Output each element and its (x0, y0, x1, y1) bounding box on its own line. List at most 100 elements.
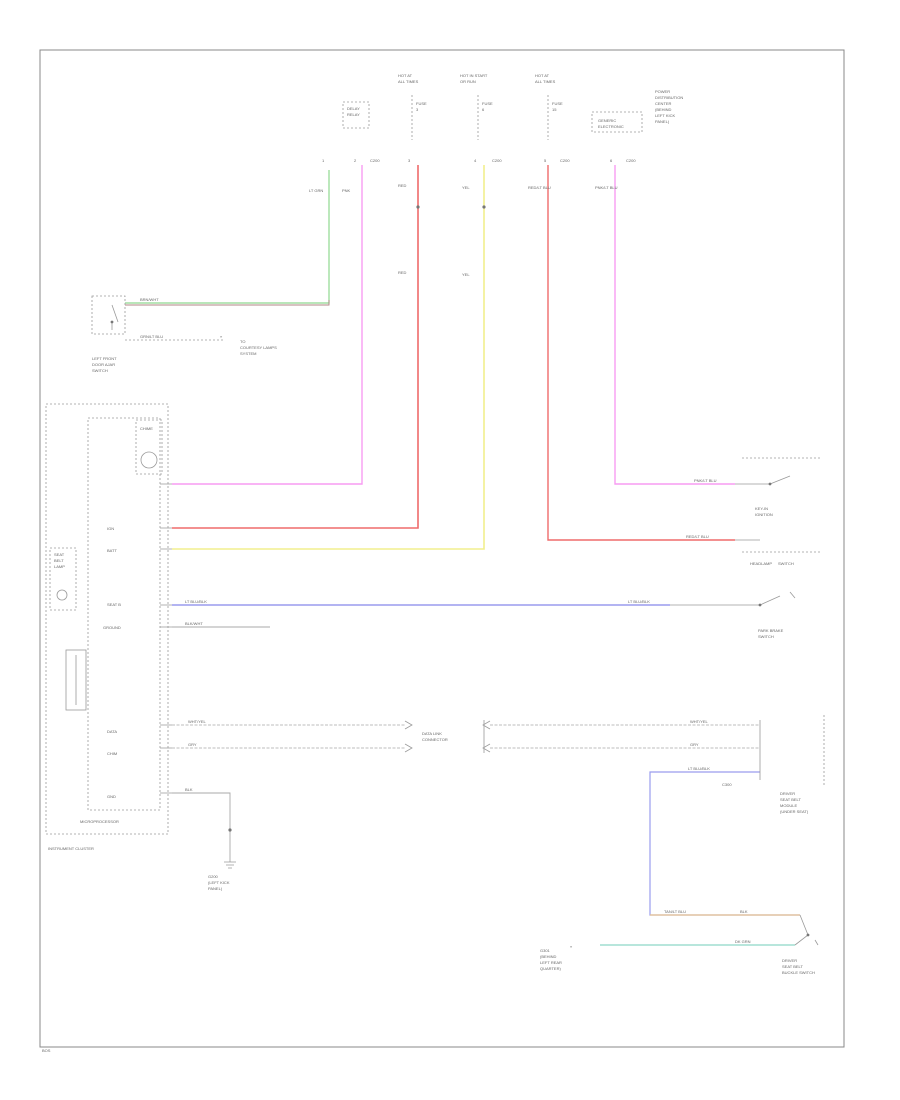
cluster-pin-seatb: SEAT B (107, 602, 121, 607)
door-switch-label-1: LEFT FRONT (92, 356, 117, 361)
key-in-switch: KEY-IN IGNITION (735, 457, 822, 517)
fuse-block-3-line2: ALL TIMES (535, 79, 556, 84)
headlamp-switch: HEADLAMP SWITCH (735, 539, 822, 566)
seat-switch-2: SEAT BELT (782, 964, 803, 969)
wire-yellow (172, 165, 485, 550)
cluster-pin-ground: GROUND (103, 625, 121, 630)
ground-ref-3: PANEL) (208, 886, 223, 891)
relay-label-1: DELAY (347, 106, 360, 111)
footer-code: BOS (42, 1048, 51, 1053)
seatbelt-lamp-icon (56, 589, 68, 601)
headlamp-1: HEADLAMP (750, 561, 772, 566)
conn-code-4: C200 (626, 158, 636, 163)
fuse-ref-2-a: FUSE (482, 101, 493, 106)
outer-frame (39, 49, 845, 1048)
fuse-block-3-line1: HOT AT (535, 73, 550, 78)
splice-yel (482, 205, 486, 209)
wire-code-pnklb: PNK/LT BLU (595, 185, 618, 190)
door-switch-wire: GRN/LT BLU (140, 334, 163, 339)
driver-seatbelt-module: DRIVER SEAT BELT MODULE (UNDER SEAT) C30… (722, 715, 825, 814)
relay-box (342, 101, 370, 129)
wire-code-redlb: RED/LT BLU (528, 185, 551, 190)
dlc-label-1: DATA LINK (422, 731, 442, 736)
ground-ref-1: G200 (208, 874, 219, 879)
module-box (591, 111, 643, 133)
wire-code-tan-2: BLK (740, 909, 748, 914)
wire-code-blkwht: BLK/WHT (185, 621, 203, 626)
cluster-title: INSTRUMENT CLUSTER (48, 846, 94, 851)
ground-lead (172, 792, 231, 862)
wire-code-pnklb-2: PNK/LT BLU (694, 478, 717, 483)
fuse-ref-1-b: 3 (416, 107, 419, 112)
wire-code-red-1: RED (398, 183, 407, 188)
wire-code-ltblu-3: LT BLU/BLK (688, 766, 710, 771)
dlc-left-arrows (404, 720, 413, 753)
wire-code-wy-2: WHT/YEL (690, 719, 709, 724)
seatbelt-lamp-box (49, 547, 77, 611)
wire-code-red-2: RED (398, 270, 407, 275)
conn-code-2: C200 (492, 158, 502, 163)
pin-6: 6 (610, 158, 613, 163)
ground-ref-2: (LEFT KICK (208, 880, 230, 885)
courtesy-ref-3: SYSTEM (240, 351, 256, 356)
ground-ref2-3: LEFT REAR (540, 960, 562, 965)
seat-switch-3: BUCKLE SWITCH (782, 970, 815, 975)
park-brake-2: SWITCH (758, 634, 774, 639)
data-link-connector: DATA LINK CONNECTOR (404, 720, 491, 753)
wire-code-grn: LT GRN (309, 188, 323, 193)
buckle-pivot (806, 933, 810, 937)
fuse-block-2-line2: OR RUN (460, 79, 476, 84)
module-box-1: GENERIC (598, 118, 616, 123)
driver-module-1: DRIVER (780, 791, 795, 796)
wire-code-redlb-2: RED/LT BLU (686, 534, 709, 539)
door-switch-label-3: SWITCH (92, 368, 108, 373)
driver-module-4: (UNDER SEAT) (780, 809, 809, 814)
door-ajar-switch: LEFT FRONT DOOR AJAR SWITCH TO COURTESY … (91, 295, 277, 373)
fuse-ref-2-b: 6 (482, 107, 485, 112)
buckle-contact (794, 914, 809, 946)
conn-code-3: C200 (560, 158, 570, 163)
pin-3: 3 (408, 158, 411, 163)
chime-icon (140, 451, 158, 469)
chime-label: CHIME (140, 426, 153, 431)
door-switch-pivot (110, 320, 114, 324)
key-switch-contact (769, 475, 791, 485)
headlamp-2: SWITCH (778, 561, 794, 566)
ground-ref2-4: QUARTER) (540, 966, 561, 971)
module-label-5: LEFT KICK (655, 113, 675, 118)
pin-4: 4 (474, 158, 477, 163)
microprocessor-outline (87, 417, 161, 811)
module-label-1: POWER (655, 89, 670, 94)
ground-wire-code: BLK (185, 787, 193, 792)
seat-switch-1: DRIVER (782, 958, 797, 963)
wire-red (172, 165, 419, 529)
wire-green (125, 170, 330, 304)
park-brake-ground (789, 591, 796, 599)
key-switch-2: IGNITION (755, 512, 773, 517)
courtesy-ref-1: TO (240, 339, 245, 344)
module-label-3: CENTER (655, 101, 672, 106)
park-brake-1: PARK BRAKE (758, 628, 784, 633)
cluster-outline (45, 403, 169, 835)
dlc-right-arrows (482, 720, 491, 753)
door-switch-contact (111, 304, 119, 330)
cluster-pin-chim: CHIM (107, 751, 117, 756)
module-box-2: ELECTRONIC (598, 124, 624, 129)
cluster-pin-ign: IGN (107, 526, 114, 531)
wire-code-ltblu: LT BLU/BLK (185, 599, 207, 604)
fuse-ref-3-b: 15 (552, 107, 557, 112)
fuse-block-1-line1: HOT AT (398, 73, 413, 78)
wire-code-gry-2: GRY (690, 742, 699, 747)
dlc-label-2: CONNECTOR (422, 737, 448, 742)
wire-code-ltblu-2: LT BLU/BLK (628, 599, 650, 604)
park-brake-switch: PARK BRAKE SWITCH (670, 591, 796, 639)
wire-blue-2 (649, 771, 800, 916)
wire-code-brn: BRN/WHT (140, 297, 159, 302)
ground-ref2-2: (BEHIND (540, 954, 557, 959)
chime-box (135, 419, 163, 475)
top-power-sources: DELAY RELAY HOT AT ALL TIMES FUSE 3 HOT … (322, 73, 683, 163)
fuse-ref-3-a: FUSE (552, 101, 563, 106)
wire-brown (125, 300, 330, 306)
cluster-pin-data: DATA (107, 729, 117, 734)
